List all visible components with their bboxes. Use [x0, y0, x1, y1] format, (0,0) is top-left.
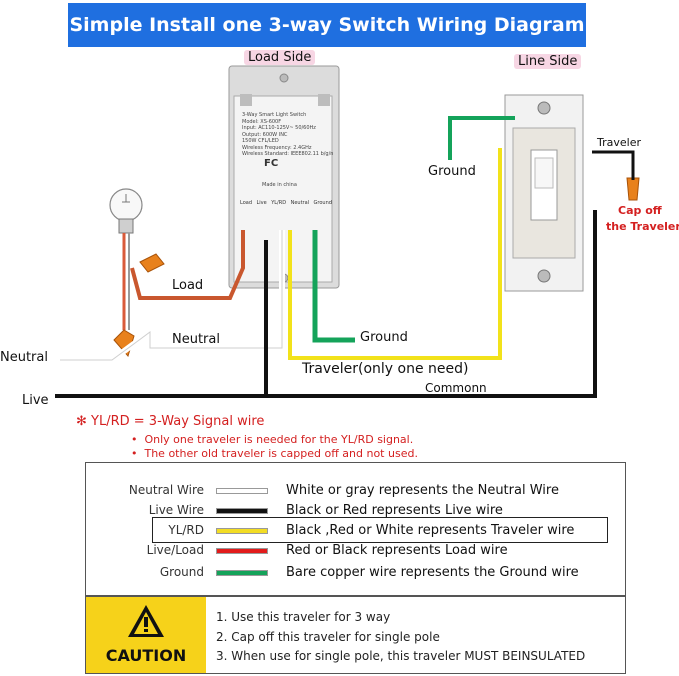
title-bar [68, 3, 586, 47]
line-side-label: Line Side [514, 54, 582, 69]
top-screw-icon [279, 73, 289, 83]
wire-nut-load-icon [139, 253, 165, 273]
ground-wire-line [448, 116, 515, 160]
neutral-mid-label: Neutral [172, 332, 220, 347]
traveler-top-label: Traveler [597, 136, 641, 149]
wire-nut-traveler-icon [626, 177, 640, 201]
legend-desc-ylrd: Black ,Red or White represents Traveler … [286, 523, 575, 538]
common-wire [266, 210, 597, 398]
caution-box [85, 596, 626, 674]
ground-right-label: Ground [428, 164, 476, 179]
smart-switch-label: 3-Way Smart Light Switch Model: XS-600F … [242, 112, 334, 157]
legend-swatch-ylrd [216, 528, 268, 534]
cap-off-label: Cap off [618, 204, 662, 217]
light-bulb-icon [109, 188, 143, 330]
legend-swatch-ground [216, 570, 268, 576]
legend-name-ground: Ground [159, 565, 204, 579]
legend-desc-neutral: White or gray represents the Neutral Wir… [286, 483, 559, 498]
load-label: Load [172, 278, 204, 293]
terminal-labels: Load Live YL/RD Neutral Ground [240, 200, 332, 206]
caution-label: CAUTION [105, 646, 187, 665]
ground-wire-smart [312, 230, 355, 343]
toggle-switch [504, 94, 584, 292]
legend-desc-ground: Bare copper wire represents the Ground w… [286, 565, 579, 580]
warning-icon [128, 605, 164, 637]
legend-desc-load: Red or Black represents Load wire [286, 543, 508, 558]
legend-swatch-load [216, 548, 268, 554]
fc-mark: FC [264, 158, 279, 169]
cap-off-label-2: the Traveler [606, 220, 679, 233]
mount-tab-right [318, 94, 330, 106]
legend-desc-live: Black or Red represents Live wire [286, 503, 503, 518]
toggle-lever-face [534, 157, 554, 189]
load-wire [130, 230, 245, 300]
made-in-text: Made in china [262, 182, 297, 188]
traveler-note-label: Traveler(only one need) [302, 361, 469, 377]
diagram-title: Simple Install one 3-way Switch Wiring D… [69, 14, 585, 36]
signal-note-heading: ✻ YL/RD = 3-Way Signal wire [76, 414, 265, 429]
mount-tab-left [240, 94, 252, 106]
legend-swatch-live [216, 508, 268, 514]
yl-rd-highlight-box [152, 517, 608, 543]
wiring-diagram [55, 65, 640, 398]
traveler-wire [288, 148, 502, 360]
asterisk-icon: ✻ [76, 414, 92, 429]
legend-name-neutral: Neutral Wire [128, 483, 204, 497]
caution-item-1: 1. Use this traveler for 3 way [216, 610, 391, 624]
caution-item-2: 2. Cap off this traveler for single pole [216, 630, 440, 644]
toggle-bottom-screw-icon [537, 269, 551, 283]
legend-name-live: Live Wire [148, 503, 204, 517]
caution-item-3: 3. When use for single pole, this travel… [216, 649, 586, 663]
neutral-left-label: Neutral [0, 350, 48, 365]
toggle-top-screw-icon [537, 101, 551, 115]
live-label: Live [22, 393, 49, 408]
neutral-wire [60, 230, 283, 361]
signal-note-bullet-1: • Only one traveler is needed for the YL… [131, 433, 414, 446]
commonn-label: Commonn [425, 381, 487, 395]
legend-name-ylrd: YL/RD [168, 523, 204, 537]
load-side-label: Load Side [244, 50, 316, 65]
legend-box [85, 462, 626, 596]
ground-bottom-label: Ground [360, 330, 408, 345]
smart-switch [228, 65, 340, 289]
legend-swatch-neutral [216, 488, 268, 494]
signal-note-bullet-2: • The other old traveler is capped off a… [131, 447, 418, 460]
traveler-capped-wire [592, 150, 635, 180]
legend-name-load: Live/Load [146, 543, 204, 557]
